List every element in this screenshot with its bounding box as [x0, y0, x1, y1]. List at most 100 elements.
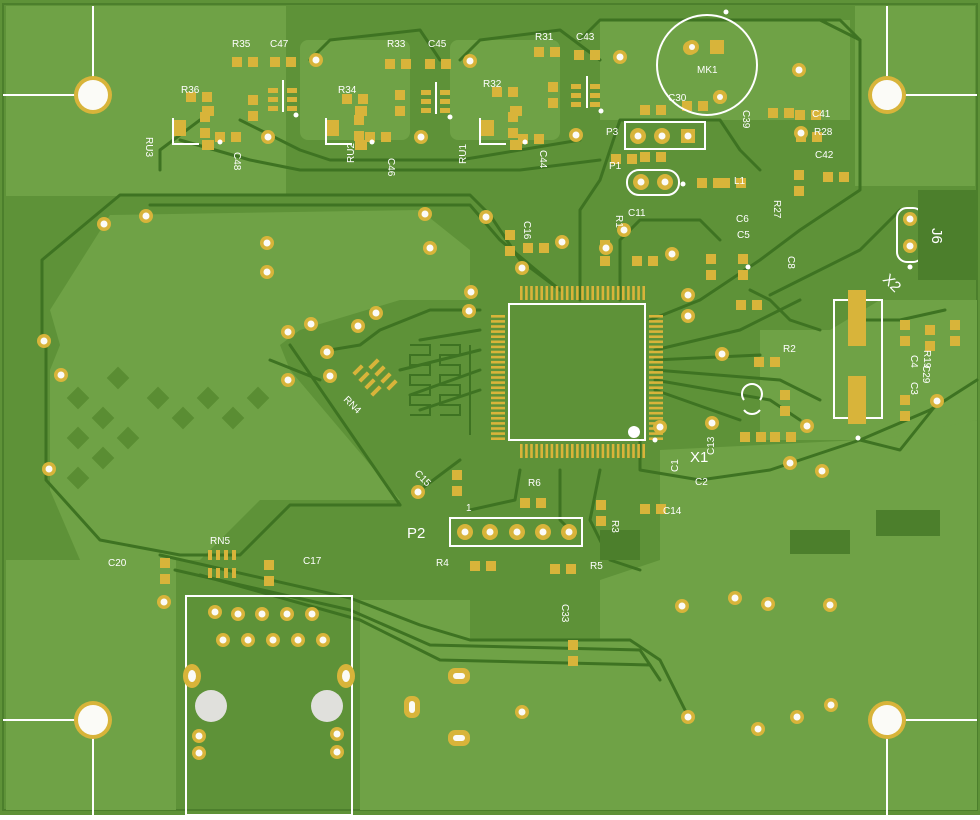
smd-pad — [925, 325, 935, 335]
smd-pad — [550, 47, 560, 57]
designator-label: R5 — [590, 561, 603, 572]
designator-label: R33 — [387, 39, 406, 50]
designator-label: RU1 — [458, 144, 469, 164]
copper-traces — [40, 18, 979, 722]
rn5-lead — [224, 550, 228, 560]
chip-pin — [545, 444, 549, 458]
chip-pin — [535, 444, 538, 458]
chip-pin — [642, 444, 645, 458]
smd-pad — [452, 486, 462, 496]
sot-lead — [590, 93, 600, 98]
rn5-lead — [232, 550, 236, 560]
smd-pad — [395, 106, 405, 116]
chip-pin — [555, 286, 559, 300]
designator-label: R28 — [814, 127, 833, 138]
designator-label: C3 — [908, 382, 919, 395]
designator-label: C46 — [385, 158, 396, 177]
chip-pin — [649, 396, 663, 400]
header-pin-drill — [661, 178, 669, 186]
chip-pin — [642, 286, 645, 300]
rn5-lead — [208, 568, 212, 578]
smd-pad — [736, 300, 746, 310]
trimmer-pad — [325, 120, 339, 136]
mic-mk1-outline — [656, 14, 758, 116]
chip-pin — [491, 345, 505, 349]
designator-label: R1 — [613, 215, 624, 228]
header-pin-drill — [684, 132, 692, 140]
via-drill — [323, 348, 331, 356]
designator-label: C2 — [695, 477, 708, 488]
smd-pad — [231, 132, 241, 142]
designator-label: R35 — [232, 39, 251, 50]
via-drill — [195, 732, 203, 740]
designator-label: R4 — [436, 558, 449, 569]
via-drill — [795, 66, 803, 74]
chip-pin — [491, 422, 505, 425]
chip-pin — [649, 335, 663, 338]
smd-pad — [248, 111, 258, 121]
via-drill — [308, 610, 316, 618]
chip-pin — [596, 444, 600, 458]
via-drill — [668, 250, 676, 258]
sot-lead — [268, 88, 278, 93]
designator-label: C41 — [812, 109, 831, 120]
designator-label: R2 — [783, 344, 796, 355]
via-drill — [263, 268, 271, 276]
chip-pin — [491, 320, 505, 323]
header-pin-drill — [486, 528, 494, 536]
chip-pin — [560, 444, 564, 458]
smd-pad — [534, 134, 544, 144]
via-drill — [160, 598, 168, 606]
chip-pin — [616, 286, 620, 300]
smd-pad — [627, 154, 637, 164]
smd-pad — [505, 246, 515, 256]
smd-pad — [812, 132, 822, 142]
chip-pin — [491, 315, 505, 318]
smd-pad — [264, 576, 274, 586]
smd-pad — [740, 432, 750, 442]
large-components — [183, 14, 978, 816]
chip-pin — [550, 444, 554, 458]
sot-lead — [421, 99, 431, 104]
designator-label: P3 — [606, 127, 619, 138]
via-drill — [793, 713, 801, 721]
smd-pad — [354, 131, 364, 141]
chip-pin — [581, 444, 584, 458]
via-drill — [264, 133, 272, 141]
smd-pad — [160, 574, 170, 584]
via-drill — [421, 210, 429, 218]
smd-pad — [215, 132, 225, 142]
smd-pad — [786, 432, 796, 442]
designator-label: C43 — [576, 32, 595, 43]
designator-label: C33 — [559, 604, 570, 623]
smd-pad — [395, 90, 405, 100]
rn4-lead — [386, 379, 398, 391]
smd-pad — [505, 230, 515, 240]
designator-label: L1 — [734, 176, 746, 187]
chip-pin — [520, 286, 523, 300]
chip-pin — [586, 286, 589, 300]
designator-label: R34 — [338, 85, 357, 96]
smd-pad — [354, 115, 364, 125]
chip-pin — [491, 330, 505, 333]
trimmer-pad — [202, 140, 214, 150]
sot-lead — [287, 97, 297, 102]
via-drill — [333, 730, 341, 738]
smd-pad — [794, 186, 804, 196]
chip-pin — [491, 386, 505, 389]
via-drill — [333, 748, 341, 756]
chip-pin — [649, 401, 663, 405]
header-pin-drill — [461, 528, 469, 536]
sot-lead — [440, 90, 450, 95]
via-drill — [195, 749, 203, 757]
sot-lead — [571, 102, 581, 107]
smd-pad — [752, 300, 762, 310]
via-drill — [269, 636, 277, 644]
chip-pin — [571, 286, 574, 300]
smd-pad — [520, 498, 530, 508]
designator-label: C44 — [537, 150, 548, 169]
via-drill — [319, 636, 327, 644]
chip-pin — [606, 286, 610, 300]
designator-label: P1 — [609, 161, 622, 172]
